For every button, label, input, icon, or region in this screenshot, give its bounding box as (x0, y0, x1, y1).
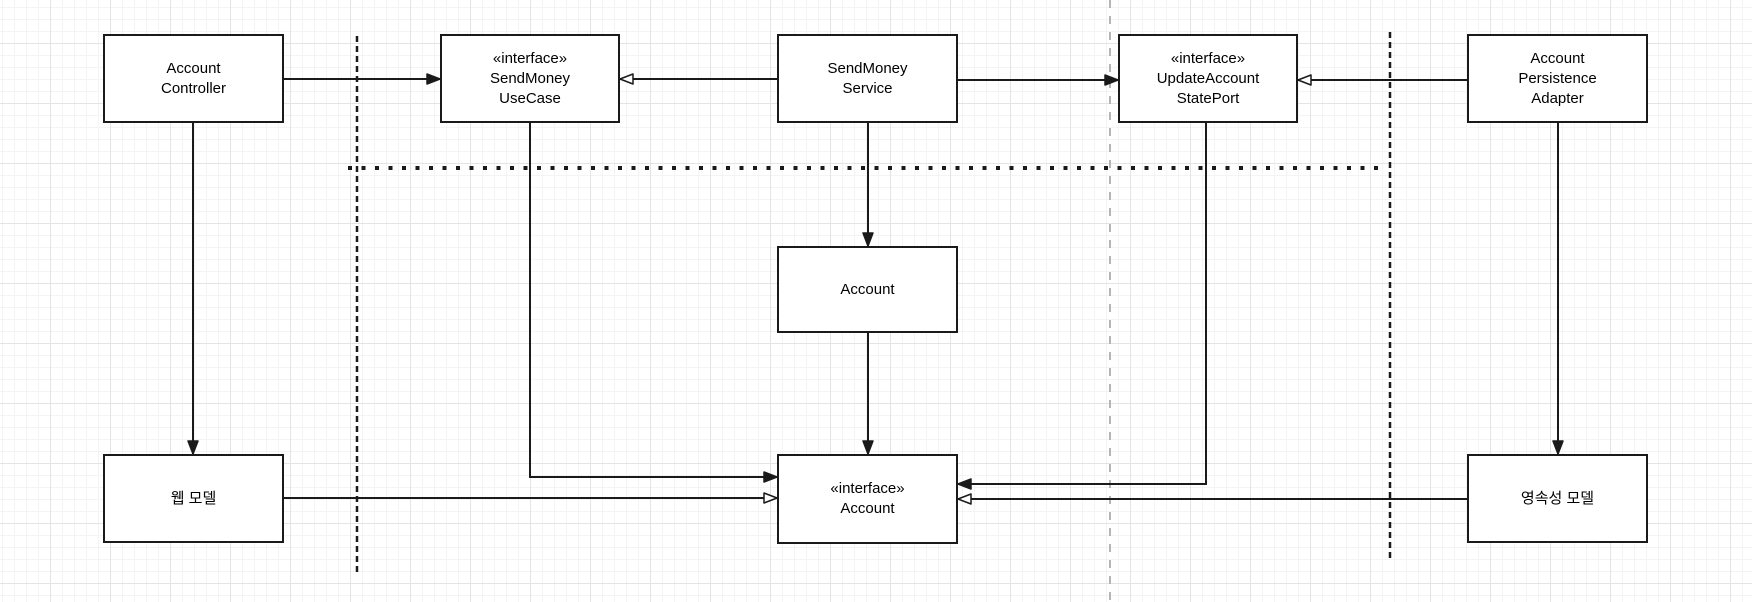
node-sendmoney-service-label: SendMoney Service (827, 59, 908, 97)
node-account[interactable]: Account (777, 246, 958, 333)
node-update-account-state-port-label: «interface» UpdateAccount StatePort (1156, 49, 1260, 107)
node-account-label: Account (840, 280, 895, 298)
node-account-persistence-adapter[interactable]: Account Persistence Adapter (1467, 34, 1648, 123)
node-sendmoney-usecase-label: «interface» SendMoney UseCase (489, 49, 571, 107)
node-interface-account[interactable]: «interface» Account (777, 454, 958, 544)
node-account-controller[interactable]: Account Controller (103, 34, 284, 123)
node-sendmoney-service[interactable]: SendMoney Service (777, 34, 958, 123)
node-persistence-model-label: 영속성 모델 (1520, 489, 1595, 507)
node-web-model-label: 웹 모델 (170, 489, 217, 507)
node-account-persistence-adapter-label: Account Persistence Adapter (1518, 49, 1597, 107)
node-sendmoney-usecase[interactable]: «interface» SendMoney UseCase (440, 34, 620, 123)
edge-stateport-to-interface-account[interactable] (957, 123, 1207, 490)
node-interface-account-label: «interface» Account (830, 480, 905, 517)
edge-usecase-to-interface-account[interactable] (529, 123, 778, 483)
node-account-controller-label: Account Controller (160, 59, 227, 97)
node-update-account-state-port[interactable]: «interface» UpdateAccount StatePort (1118, 34, 1298, 123)
node-web-model[interactable]: 웹 모델 (103, 454, 284, 543)
node-persistence-model[interactable]: 영속성 모델 (1467, 454, 1648, 543)
